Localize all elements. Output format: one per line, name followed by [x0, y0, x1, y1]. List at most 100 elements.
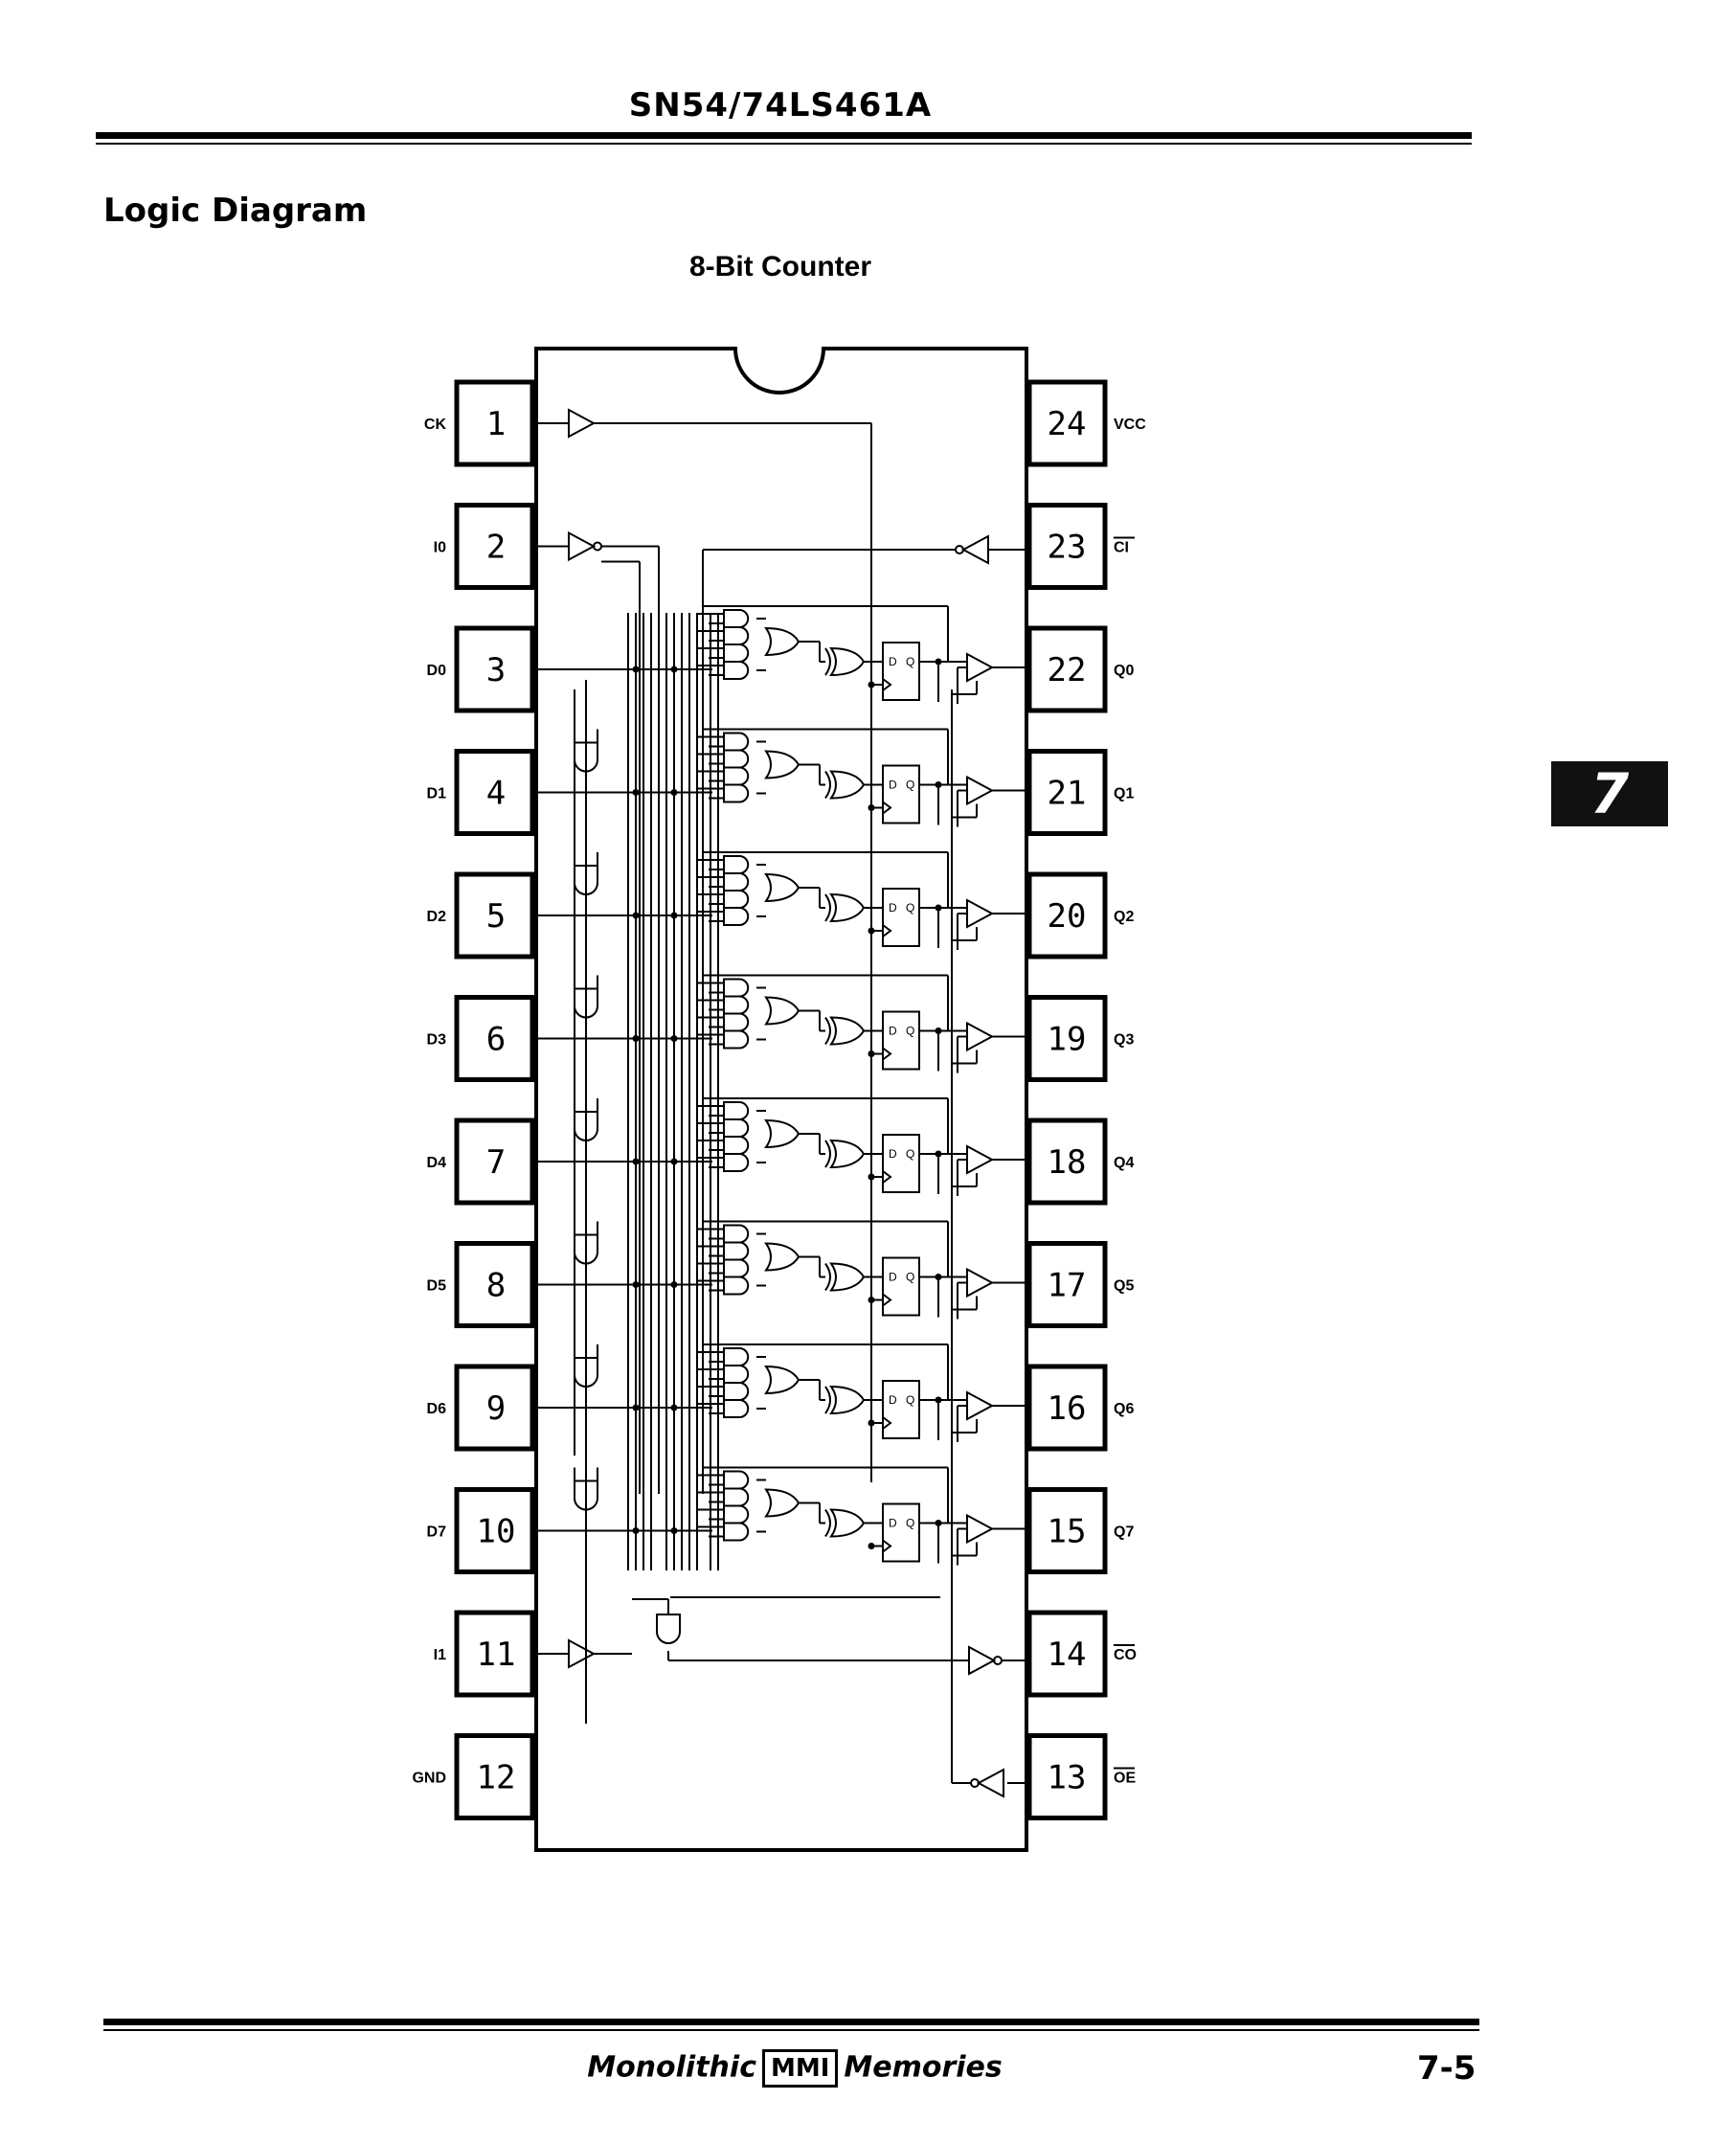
pin-number: 9: [486, 1389, 506, 1428]
flipflop-q-label: Q: [906, 1025, 914, 1038]
xor-gate: [829, 770, 866, 800]
pin-box-right: [1026, 995, 1108, 1082]
pin-number: 16: [1048, 1389, 1087, 1428]
and-gate: [723, 1029, 750, 1050]
or-gate: [764, 872, 800, 903]
pin-number: 6: [486, 1021, 506, 1059]
and-gate: [723, 1101, 750, 1120]
pin-box-right: [1026, 1487, 1108, 1574]
flipflop-d-label: D: [889, 1147, 897, 1161]
xor-arc: [824, 1140, 831, 1168]
pin-label: I1: [434, 1647, 446, 1663]
part-number-header: SN54/74LS461A: [628, 86, 933, 124]
pin-box-right: [1026, 1610, 1108, 1698]
brand-right: Memories: [844, 2050, 1003, 2085]
flipflop-d-label: D: [889, 1517, 897, 1530]
and-gate: [723, 1276, 750, 1296]
pin-label: D1: [427, 786, 447, 802]
and-gate: [723, 1241, 750, 1261]
chapter-tab: 7: [1551, 761, 1668, 826]
clock-triangle: [882, 1047, 892, 1061]
and-gate: [723, 907, 750, 926]
pin-box-left: [454, 749, 535, 836]
junction-dot: [868, 1419, 875, 1427]
pin-number: 20: [1048, 897, 1087, 936]
ic-package-outline: [534, 347, 1028, 1852]
and-gate: [723, 995, 750, 1015]
footer-rule-thin: [103, 2029, 1479, 2031]
header-rule-thick: [96, 132, 1472, 139]
clock-triangle: [882, 678, 892, 691]
pin-label: CK: [424, 417, 447, 433]
d-flipflop: [882, 1256, 920, 1317]
and-gate: [723, 1258, 750, 1278]
junction-dot: [670, 912, 678, 919]
and-gate: [723, 749, 750, 769]
junction-dot: [868, 1543, 875, 1549]
pin-box-left: [454, 871, 535, 960]
flipflop-q-label: Q: [906, 901, 914, 914]
d-flipflop: [882, 1010, 920, 1071]
pin-number: 15: [1048, 1513, 1087, 1551]
flipflop-d-label: D: [889, 901, 897, 914]
pin-number: 17: [1048, 1267, 1087, 1305]
and-gate: [723, 1136, 750, 1155]
d-flipflop: [882, 1134, 920, 1193]
pin-box-left: [454, 1610, 535, 1698]
pin-box-right: [1026, 503, 1108, 590]
buffer-gate: [966, 898, 995, 929]
and-gate: [723, 1382, 750, 1401]
junction-dot: [868, 1297, 875, 1303]
pin-box-right: [1026, 871, 1108, 960]
junction-dot: [632, 789, 640, 796]
junction-dot: [632, 1035, 640, 1042]
and-gate: [656, 1614, 681, 1644]
junction-dot: [632, 912, 640, 919]
flipflop-d-label: D: [889, 1025, 897, 1038]
pin-label: CO: [1114, 1647, 1137, 1663]
pin-box-right: [1026, 749, 1108, 836]
and-gate: [723, 661, 750, 680]
xor-arc: [824, 1262, 831, 1292]
pin-label: GND: [412, 1771, 446, 1787]
or-gate: [764, 1118, 800, 1149]
junction-dot: [670, 666, 678, 673]
pin-box-right: [1026, 625, 1108, 713]
junction-dot: [868, 681, 875, 689]
pin-box-right: [1026, 1241, 1108, 1328]
junction-dot: [632, 666, 640, 673]
and-gate: [723, 1153, 750, 1172]
and-gate: [723, 1224, 750, 1244]
xor-gate: [829, 1508, 866, 1538]
and-gate: [723, 609, 750, 628]
buffer-gate: [966, 1390, 995, 1421]
pin-number: 22: [1048, 651, 1087, 689]
junction-dot: [670, 789, 678, 796]
xor-arc: [824, 1508, 831, 1538]
flipflop-d-label: D: [889, 779, 897, 792]
junction-dot: [868, 1050, 875, 1057]
pin-label: Q4: [1114, 1155, 1134, 1171]
pin-box-right: [1026, 1364, 1108, 1452]
junction-dot: [868, 1173, 875, 1181]
buffer-gate: [966, 1267, 995, 1298]
flipflop-d-label: D: [889, 655, 897, 668]
junction-dot: [632, 1158, 640, 1165]
d-flipflop: [882, 1380, 920, 1439]
pin-label: Q7: [1114, 1524, 1134, 1541]
pin-number: 10: [477, 1513, 516, 1551]
and-gate: [723, 1399, 750, 1418]
pin-label: Q5: [1114, 1278, 1134, 1295]
page-number: 7-5: [1417, 2049, 1477, 2088]
and-gate: [723, 890, 750, 909]
buffer-gate: [966, 1144, 995, 1175]
clock-triangle: [882, 801, 892, 815]
pin-number: 13: [1048, 1759, 1087, 1797]
junction-dot: [632, 1281, 640, 1288]
xor-gate: [829, 1139, 866, 1169]
pin-label: VCC: [1114, 417, 1146, 433]
and-gate: [723, 1118, 750, 1138]
or-gate: [764, 750, 800, 779]
xor-gate: [829, 646, 866, 677]
